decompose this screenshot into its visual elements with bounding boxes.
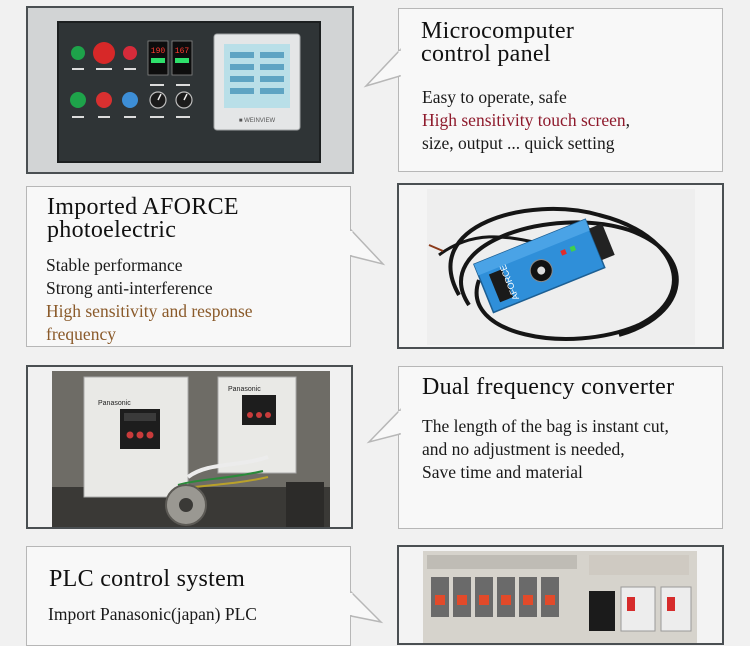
text-line: size, output ... quick setting (422, 133, 615, 153)
text-line: Save time and material (422, 462, 583, 482)
frequency-converter-photo: Panasonic Panasonic (26, 365, 353, 529)
photoelectric-sensor-photo: AFORCE (397, 183, 724, 349)
text-line: and no adjustment is needed, (422, 439, 625, 459)
bubble-photoelectric (26, 186, 351, 347)
normal-button (122, 92, 138, 108)
section-text-photoelectric: Stable performance Strong anti-interfere… (46, 254, 253, 346)
bubble-control-panel (398, 8, 723, 172)
plc-illustration (399, 547, 722, 643)
control-panel-photo: 190 167 ■ WEINVIEW (26, 6, 354, 174)
text-line: High sensitivity touch screen, (422, 110, 631, 130)
section-title-frequency-converter: Dual frequency converter (422, 374, 675, 400)
inverter-brand-1: Panasonic (98, 400, 131, 407)
text-line: Import Panasonic(japan) PLC (48, 604, 257, 624)
control-panel-illustration: 190 167 ■ WEINVIEW (28, 8, 352, 172)
section-text-frequency-converter: The length of the bag is instant cut, an… (422, 415, 669, 484)
text-line: High sensitivity and response (46, 301, 253, 321)
text-line: Strong anti-interference (46, 278, 213, 298)
section-title-control-panel: Microcomputer control panel (421, 18, 575, 67)
text-line: The length of the bag is instant cut, (422, 416, 669, 436)
bubble-tail-4 (349, 590, 384, 624)
section-text-control-panel: Easy to operate, safe High sensitivity t… (422, 86, 630, 155)
touch-screen-brand: ■ WEINVIEW (239, 118, 276, 124)
bubble-plc (26, 546, 351, 646)
bubble-tail-3 (366, 408, 402, 444)
stop-button (96, 92, 112, 108)
section-text-plc: Import Panasonic(japan) PLC (48, 603, 257, 626)
bubble-tail-2 (349, 228, 386, 266)
inverter-brand-2: Panasonic (228, 386, 261, 393)
green-indicator-button (71, 46, 85, 60)
bubble-frequency-converter (398, 366, 723, 529)
plc-control-photo (397, 545, 724, 645)
temp-display-2: 167 (175, 47, 190, 56)
text-line: Stable performance (46, 255, 183, 275)
section-title-photoelectric: Imported AFORCE photoelectric (47, 194, 239, 243)
temp-display-1: 190 (151, 47, 166, 56)
sensor-illustration: AFORCE (399, 185, 722, 347)
text-line: Easy to operate, safe (422, 87, 567, 107)
inverter-illustration: Panasonic Panasonic (28, 367, 351, 527)
section-title-plc: PLC control system (49, 566, 246, 592)
start-button (70, 92, 86, 108)
emergency-stop-button (93, 42, 115, 64)
bubble-tail-1 (363, 48, 402, 88)
plc-module (589, 591, 615, 631)
text-line: frequency (46, 324, 116, 344)
